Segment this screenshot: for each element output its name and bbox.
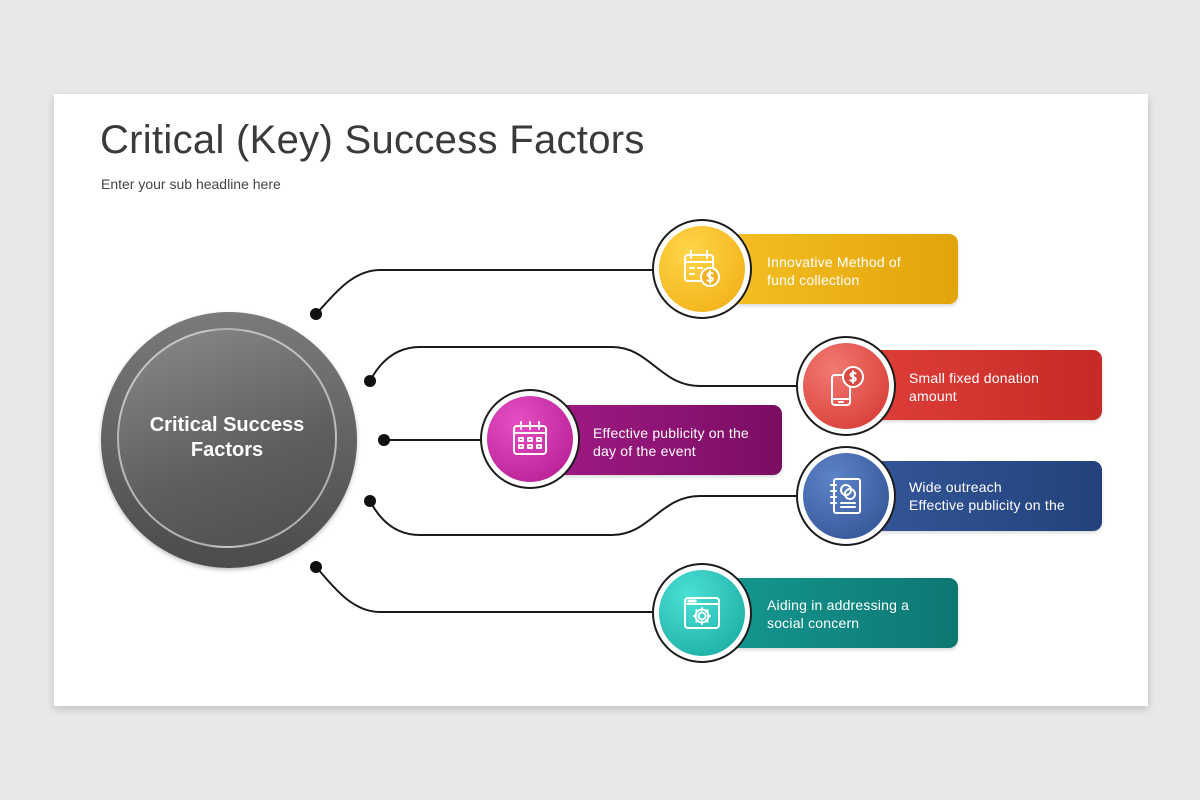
factor-4-text: Wide outreach Effective publicity on the <box>909 478 1065 514</box>
hub-inner-circle: Critical Success Factors <box>117 328 337 548</box>
factor-5-text: Aiding in addressing a social concern <box>767 596 909 632</box>
connector-dot-4 <box>364 495 376 507</box>
phone-dollar-icon <box>831 366 864 406</box>
calendar-dollar-icon <box>684 250 720 287</box>
connector-dot-2 <box>364 375 376 387</box>
page-subtitle: Enter your sub headline here <box>101 176 281 192</box>
notebook-icon <box>830 478 861 514</box>
factor-badge-2-fill <box>803 343 889 429</box>
factor-4-line-2: Effective publicity on the <box>909 497 1065 513</box>
factor-1-text: Innovative Method of fund collection <box>767 253 901 289</box>
connector-5 <box>315 566 660 613</box>
connector-dot-1 <box>310 308 322 320</box>
factor-badge-5-fill <box>659 570 745 656</box>
factor-badge-5 <box>652 563 752 663</box>
page-title: Critical (Key) Success Factors <box>100 118 645 162</box>
hub-circle: Critical Success Factors <box>101 312 357 568</box>
connector-dot-5 <box>310 561 322 573</box>
connector-1 <box>315 269 660 315</box>
calendar-icon <box>513 421 547 455</box>
factor-4-line-1: Wide outreach <box>909 479 1002 495</box>
factor-2-text: Small fixed donation amount <box>909 369 1039 405</box>
factor-2-line-2: amount <box>909 388 957 404</box>
factor-3-text: Effective publicity on the day of the ev… <box>593 424 749 460</box>
factor-3-line-2: day of the event <box>593 443 696 459</box>
factor-badge-4-fill <box>803 453 889 539</box>
factor-1-line-1: Innovative Method of <box>767 254 901 270</box>
connector-dot-3 <box>378 434 390 446</box>
factor-2-line-1: Small fixed donation <box>909 370 1040 386</box>
factor-1-line-2: fund collection <box>767 272 860 288</box>
factor-badge-1-fill <box>659 226 745 312</box>
factor-3-line-1: Effective publicity on the <box>593 425 749 441</box>
connector-4 <box>369 495 800 536</box>
factor-5-line-1: Aiding in addressing a <box>767 597 910 613</box>
factor-5-line-2: social concern <box>767 615 860 631</box>
browser-gear-icon <box>684 597 720 629</box>
factor-badge-3 <box>480 389 580 489</box>
connector-2 <box>369 346 800 387</box>
hub-label: Critical Success Factors <box>149 414 305 461</box>
factor-badge-3-fill <box>487 396 573 482</box>
factor-badge-2 <box>796 336 896 436</box>
factor-badge-4 <box>796 446 896 546</box>
factor-badge-1 <box>652 219 752 319</box>
